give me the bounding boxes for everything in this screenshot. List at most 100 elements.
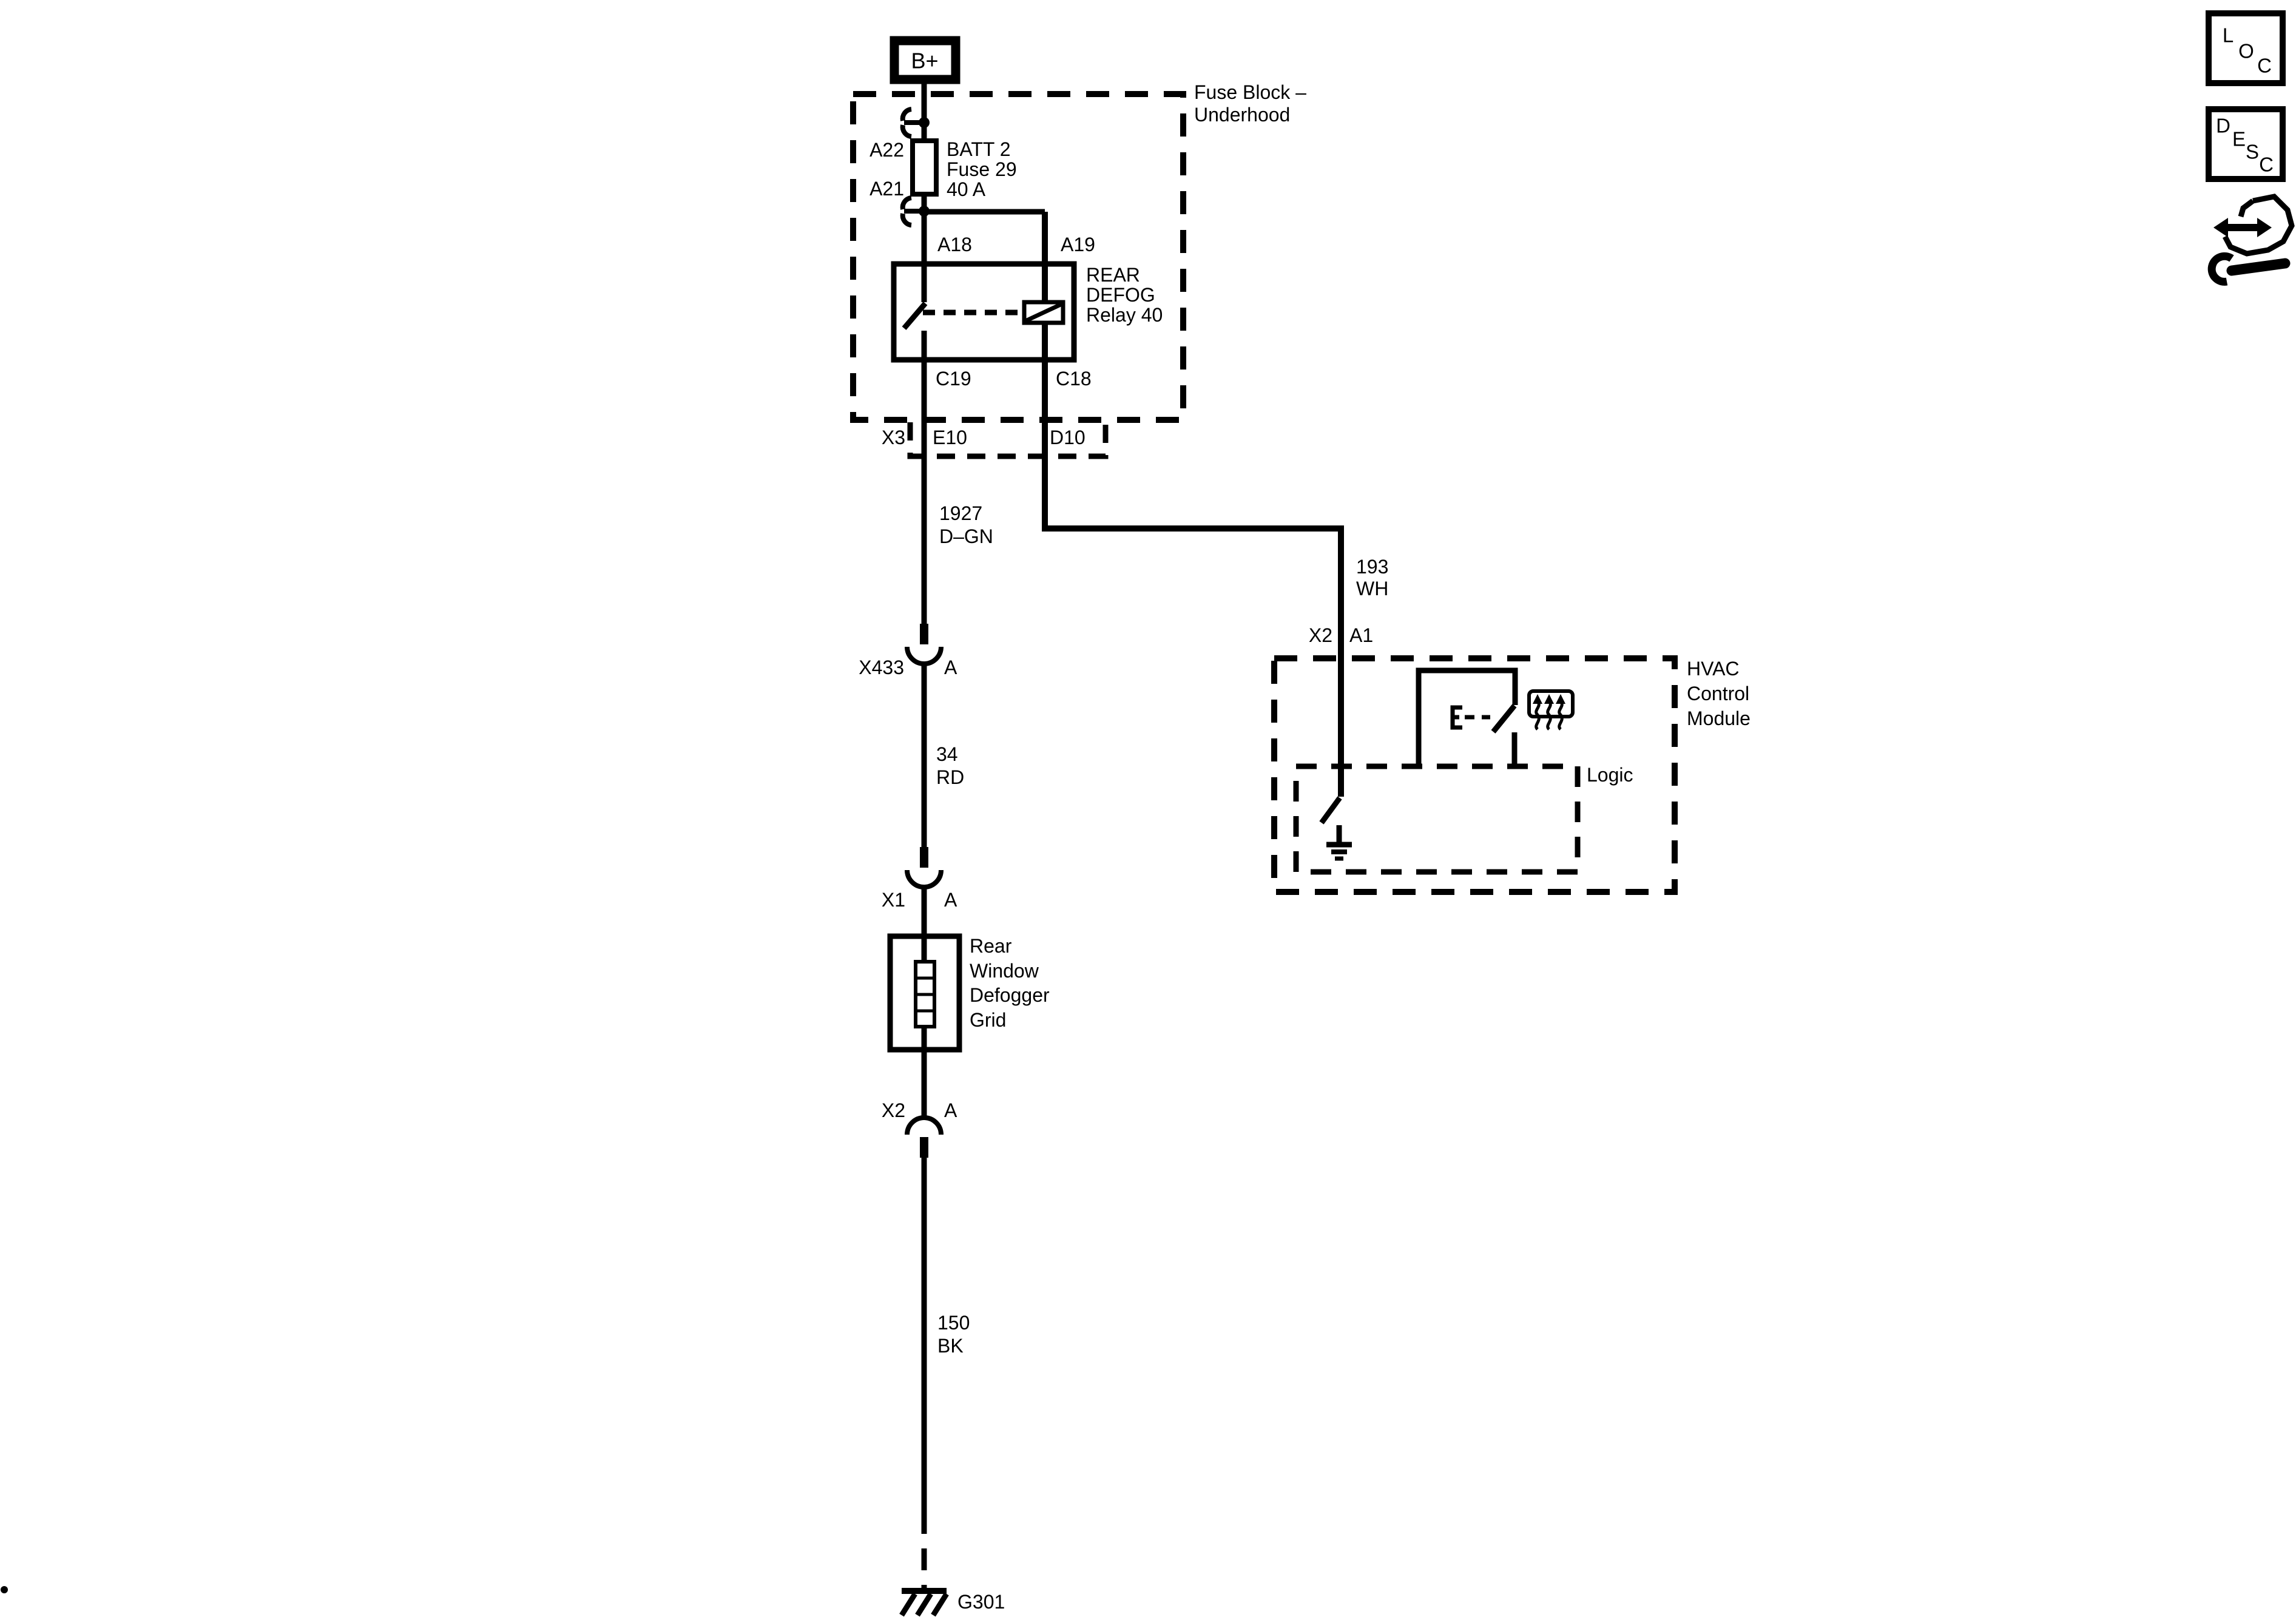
- defogger-name-line1: Rear: [970, 935, 1012, 957]
- fuse-name-line1: BATT 2: [947, 138, 1011, 160]
- connector-x433-label: X433: [859, 657, 904, 678]
- fuse-name-line2: Fuse 29: [947, 158, 1017, 180]
- stray-dot: [1, 1586, 8, 1593]
- connector-x3-pin-e10: E10: [933, 427, 967, 448]
- wire-relay-control-branch: [1042, 212, 1344, 797]
- button-actuator-e: [1450, 705, 1462, 730]
- relay-coil-symbol: [1022, 300, 1065, 325]
- loc-letter-c: C: [2257, 55, 2272, 77]
- connector-pin: [920, 1137, 928, 1158]
- terminal-hook-lower: [900, 213, 912, 228]
- component-outline-shape: [2223, 194, 2295, 257]
- chassis-ground-symbol: [899, 1588, 949, 1617]
- connector-x3-label: X3: [882, 427, 905, 448]
- junction-dot: [919, 117, 930, 128]
- rear-defog-indicator-icon: [1527, 689, 1575, 731]
- wire-193-color: WH: [1356, 578, 1388, 599]
- heat-wave: [1558, 700, 1564, 731]
- ground-hash: [915, 1592, 933, 1617]
- fuse-block-outline: [850, 91, 1186, 423]
- battery-positive-symbol: B+: [890, 36, 961, 84]
- battery-positive-box: [890, 36, 961, 84]
- relay-pin-c18: C18: [1056, 368, 1092, 390]
- relay-name-line3: Relay 40: [1086, 304, 1163, 326]
- hvac-internal-ground-symbol: [1326, 825, 1352, 861]
- desc-letter-d: D: [2216, 115, 2230, 137]
- hvac-logic-label: Logic: [1587, 764, 1633, 786]
- defog-button-symbol: [1416, 667, 1518, 766]
- fuse-block-terminal-bottom: [900, 195, 930, 228]
- hvac-connector-label: X2: [1309, 624, 1332, 646]
- loc-letter-l: L: [2223, 24, 2234, 47]
- wire-150-color: BK: [937, 1335, 964, 1357]
- fuse-block-name-line1: Fuse Block –: [1194, 81, 1306, 103]
- location-view-button[interactable]: L O C: [2206, 10, 2286, 86]
- wire-193-circuit: 193: [1356, 556, 1388, 578]
- loc-letter-o: O: [2238, 40, 2254, 62]
- relay-outline: [891, 261, 1077, 363]
- loc-button-box[interactable]: [2206, 10, 2286, 86]
- button-housing: [1416, 667, 1518, 766]
- hvac-module-outline: [1271, 655, 1678, 895]
- fuse-block-name-line2: Underhood: [1194, 104, 1290, 126]
- desc-letter-c: C: [2259, 154, 2274, 176]
- defogger-heating-element: [914, 960, 936, 1028]
- connector-x1-pin: A: [944, 889, 957, 911]
- connector-x3-outline: [907, 422, 1109, 459]
- heat-wave: [1535, 700, 1541, 731]
- desc-button-box[interactable]: [2206, 106, 2286, 182]
- heat-arrowhead: [1544, 694, 1554, 704]
- wire-1927-circuit: 1927: [939, 502, 982, 524]
- button-switch-blade: [1491, 704, 1517, 734]
- fuse-terminal-a21: A21: [869, 178, 904, 200]
- connector-x3-pin-d10: D10: [1050, 427, 1086, 448]
- hvac-name-line3: Module: [1687, 707, 1751, 729]
- heat-arrowhead: [1556, 694, 1565, 704]
- defogger-grid-outline: [887, 933, 962, 1053]
- hvac-name-line1: HVAC: [1687, 658, 1740, 680]
- defogger-name-line4: Grid: [970, 1009, 1006, 1031]
- connector-x2-symbol: [905, 1115, 944, 1158]
- junction-dot: [919, 206, 930, 217]
- hvac-logic-outline: [1293, 763, 1581, 875]
- wrench-handle-icon: [2226, 258, 2291, 276]
- ground-g301-label: G301: [957, 1591, 1005, 1613]
- connector-socket: [905, 646, 944, 666]
- desc-letter-s: S: [2246, 141, 2259, 163]
- wrench-jaw-icon: [2207, 252, 2234, 286]
- ground-hash: [899, 1592, 917, 1617]
- fuse-name-line3: 40 A: [947, 178, 986, 200]
- wire-1927-color: D–GN: [939, 525, 993, 547]
- connector-x433-symbol: [905, 624, 944, 666]
- connector-x433-pin: A: [944, 657, 957, 678]
- defogger-name-line2: Window: [970, 960, 1039, 982]
- desc-letter-e: E: [2232, 128, 2246, 150]
- description-view-button[interactable]: D E S C: [2206, 106, 2286, 182]
- connector-pin: [920, 624, 928, 644]
- defogger-name-line3: Defogger: [970, 984, 1050, 1006]
- hvac-driver-switch-blade: [1319, 796, 1342, 825]
- fuse-symbol: [910, 138, 939, 197]
- service-navigation-button[interactable]: [2207, 194, 2295, 286]
- connector-socket: [905, 869, 944, 890]
- fuse-terminal-a22: A22: [869, 139, 904, 161]
- wire-34-circuit: 34: [936, 743, 958, 765]
- connector-x1-label: X1: [882, 889, 905, 911]
- connector-x1-symbol: [905, 847, 944, 890]
- relay-pin-a18: A18: [937, 234, 972, 255]
- hvac-connector-pin: A1: [1349, 624, 1373, 646]
- connector-pin: [920, 847, 928, 868]
- ground-hash: [931, 1592, 949, 1617]
- relay-pin-a19: A19: [1061, 234, 1095, 255]
- wire-34-color: RD: [936, 766, 964, 788]
- component-outline-shape: [2238, 198, 2255, 218]
- connector-x2-pin: A: [944, 1099, 957, 1121]
- relay-name-line1: REAR: [1086, 264, 1140, 286]
- terminal-hook-upper: [900, 107, 912, 121]
- double-arrow-icon: [2213, 218, 2272, 237]
- connector-x2-label: X2: [882, 1099, 905, 1121]
- battery-positive-label: B+: [911, 49, 938, 73]
- connector-socket: [905, 1115, 944, 1135]
